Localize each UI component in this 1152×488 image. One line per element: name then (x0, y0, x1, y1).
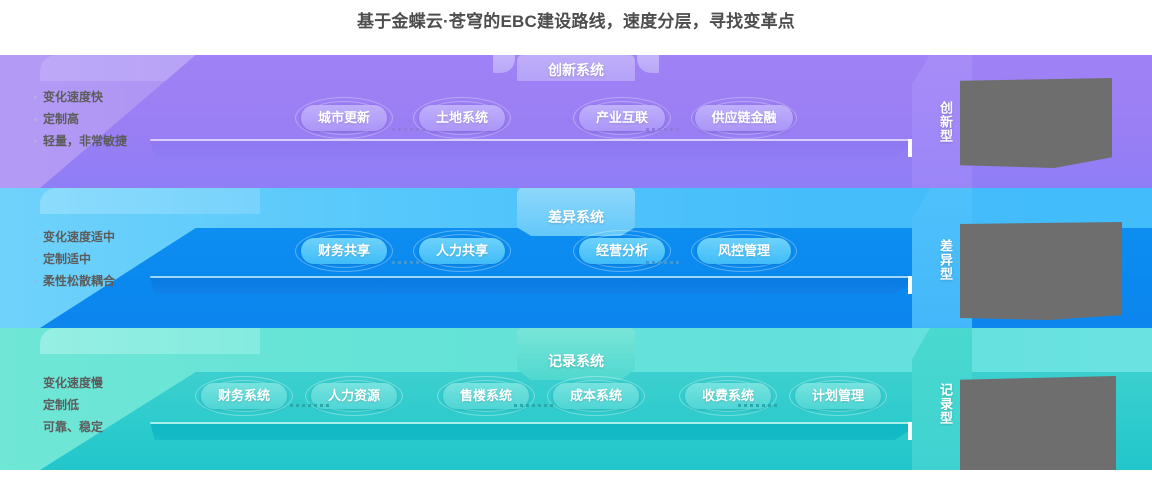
ellipsis-separator (290, 404, 329, 407)
pill-chip[interactable]: 风控管理 (697, 238, 791, 264)
layer-corner-nub (40, 328, 260, 354)
bullet-dot-icon (34, 280, 37, 283)
layer-corner-nub (40, 188, 260, 214)
pill-container: 城市更新 (295, 95, 393, 141)
bullet-item: 柔性松散耦合 (34, 270, 115, 292)
pill-chip[interactable]: 人力资源 (311, 383, 397, 409)
pill-container: 供应链金融 (691, 95, 797, 141)
ellipsis-separator (392, 261, 425, 264)
bullet-item: 轻量，非常敏捷 (34, 130, 127, 152)
bullet-item: 变化速度快 (34, 86, 127, 108)
side-tab-record: 记录型 (938, 383, 953, 425)
bullet-item: 可靠、稳定 (34, 416, 103, 438)
side-tab-differ: 差异型 (938, 239, 953, 281)
header-tab-label: 创新系统 (548, 62, 604, 78)
ellipsis-separator (514, 404, 553, 407)
ellipsis-separator (738, 404, 777, 407)
pill-chip[interactable]: 财务系统 (201, 383, 287, 409)
bullet-text: 柔性松散耦合 (43, 274, 116, 288)
pill-chip[interactable]: 城市更新 (301, 105, 387, 131)
bullet-text: 变化速度慢 (43, 376, 104, 390)
bullet-item: 定制高 (34, 108, 127, 130)
bullet-dot-icon (34, 140, 37, 143)
bullet-text: 变化速度快 (43, 90, 104, 104)
pill-row-innovate: 城市更新 土地系统 产业互联 供应链金融 (295, 95, 797, 141)
bullet-dot-icon (34, 236, 37, 239)
pill-chip[interactable]: 计划管理 (795, 383, 881, 409)
redacted-block-title (614, 7, 674, 24)
bullet-item: 变化速度慢 (34, 372, 103, 394)
bullet-item: 定制适中 (34, 248, 115, 270)
pill-container: 风控管理 (691, 228, 797, 274)
pill-container: 产业互联 (573, 95, 671, 141)
pill-row-differ: 财务共享 人力共享 经营分析 风控管理 (295, 228, 797, 274)
header-tab-wing-right (637, 55, 659, 73)
bullet-list-record: 变化速度慢 定制低 可靠、稳定 (34, 372, 103, 438)
bullet-dot-icon (34, 118, 37, 121)
pill-chip[interactable]: 成本系统 (553, 383, 639, 409)
layer-header-record: 记录系统 (517, 328, 635, 380)
pill-chip[interactable]: 财务共享 (301, 238, 387, 264)
header-tab-shape (517, 328, 635, 380)
header-tab-label: 记录系统 (548, 353, 604, 369)
pill-container: 财务系统 (195, 374, 293, 418)
pill-container: 人力共享 (413, 228, 511, 274)
pill-container: 财务共享 (295, 228, 393, 274)
pill-chip[interactable]: 产业互联 (579, 105, 665, 131)
bullet-text: 定制高 (43, 112, 80, 126)
pill-container: 经营分析 (573, 228, 671, 274)
bullet-dot-icon (34, 382, 37, 385)
pill-container: 土地系统 (413, 95, 511, 141)
pill-container: 收费系统 (679, 374, 777, 418)
pill-chip[interactable]: 土地系统 (419, 105, 505, 131)
bullet-list-innovate: 变化速度快 定制高 轻量，非常敏捷 (34, 86, 127, 152)
platform-bar-surface (150, 139, 922, 157)
ellipsis-separator (646, 128, 679, 131)
header-tab-label: 差异系统 (548, 209, 604, 225)
pill-container: 计划管理 (789, 374, 887, 418)
bullet-text: 变化速度适中 (43, 230, 116, 244)
bullet-dot-icon (34, 258, 37, 261)
pill-chip[interactable]: 供应链金融 (695, 105, 793, 131)
pill-chip[interactable]: 经营分析 (579, 238, 665, 264)
pill-chip[interactable]: 人力共享 (419, 238, 505, 264)
header-tab-shape (517, 188, 635, 236)
ellipsis-separator (646, 261, 679, 264)
redacted-block-middle (960, 222, 1122, 320)
platform-bar-surface (150, 422, 922, 440)
layer-header-innovate: 创新系统 (493, 55, 659, 81)
pill-container: 成本系统 (547, 374, 645, 418)
pill-row-record: 财务系统 人力资源 售楼系统 成本系统 收费系统 (195, 374, 887, 418)
bullet-dot-icon (34, 404, 37, 407)
bullet-dot-icon (34, 426, 37, 429)
platform-bar-differ (150, 276, 922, 294)
redacted-block-top (960, 78, 1112, 168)
bullet-text: 可靠、稳定 (43, 420, 104, 434)
bullet-text: 轻量，非常敏捷 (43, 134, 128, 148)
side-tab-innovate: 创新型 (938, 101, 953, 143)
layer-header-differ: 差异系统 (517, 188, 635, 236)
bullet-text: 定制低 (43, 398, 80, 412)
ellipsis-separator (392, 128, 425, 131)
bullet-list-differ: 变化速度适中 定制适中 柔性松散耦合 (34, 226, 115, 292)
redacted-block-bottom (960, 376, 1116, 470)
platform-bar-surface (150, 276, 922, 294)
platform-bar-innovate (150, 139, 922, 157)
pill-container: 售楼系统 (437, 374, 535, 418)
bullet-dot-icon (34, 96, 37, 99)
bullet-text: 定制适中 (43, 252, 92, 266)
bullet-item: 变化速度适中 (34, 226, 115, 248)
platform-bar-record (150, 422, 922, 440)
header-tab-shape (517, 55, 635, 81)
header-tab-wing-left (493, 55, 515, 73)
page-title: 基于金蝶云·苍穹的EBC建设路线，速度分层，寻找变革点 (357, 12, 795, 31)
pill-container: 人力资源 (305, 374, 403, 418)
layer-record: 记录型 记录系统 变化速度慢 定制低 可靠、稳定 财务系统 (0, 328, 1152, 470)
bullet-item: 定制低 (34, 394, 103, 416)
